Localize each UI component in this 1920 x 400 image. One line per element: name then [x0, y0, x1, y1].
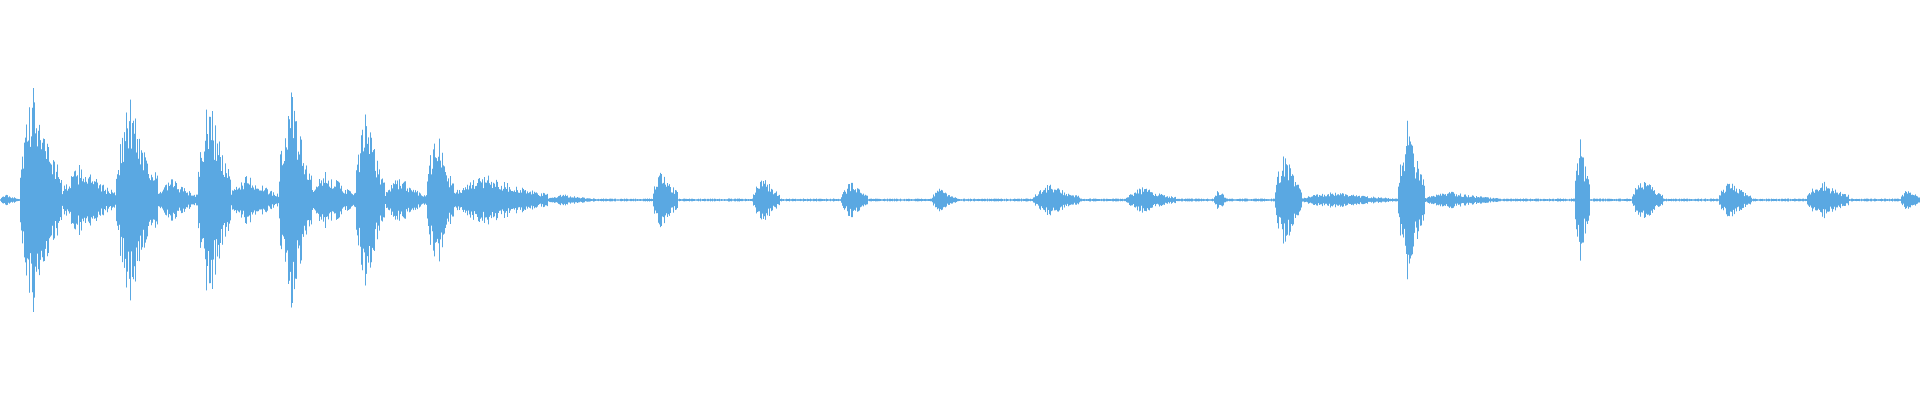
waveform-bars: [0, 87, 1920, 313]
